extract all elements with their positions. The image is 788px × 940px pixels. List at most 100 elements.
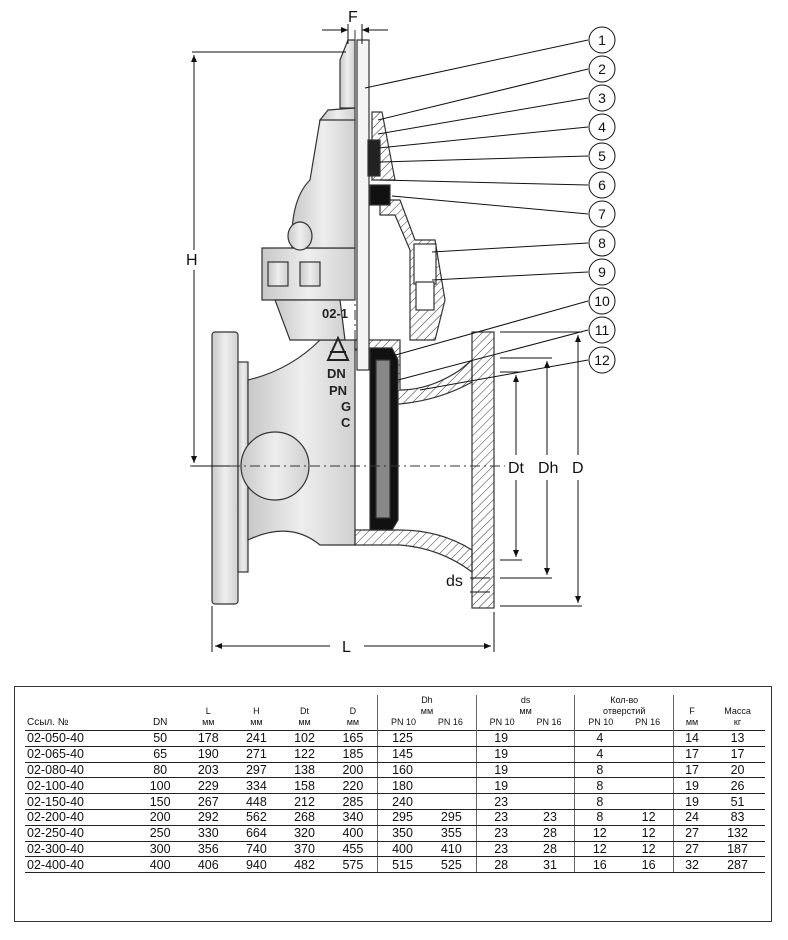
cell-d: 340 [328, 809, 378, 826]
cell-ds16 [525, 777, 575, 795]
cell-d: 455 [328, 841, 378, 858]
cell-mass: 13 [710, 730, 765, 747]
cell-dh16: 525 [426, 856, 477, 874]
cell-mass: 26 [710, 777, 765, 795]
cell-f: 24 [673, 809, 711, 826]
cell-l: 292 [184, 809, 233, 826]
cell-mass: 187 [710, 841, 765, 858]
cell-h: 271 [232, 746, 281, 763]
cell-d: 165 [328, 730, 378, 747]
cell-dh16: 295 [426, 809, 477, 826]
callout-5: 5 [588, 142, 616, 170]
cell-ho10: 4 [574, 730, 625, 747]
cell-dh10: 160 [377, 762, 427, 779]
cell-dh10: 295 [377, 809, 427, 826]
cell-dh16 [426, 793, 477, 810]
cell-dn: 50 [136, 730, 185, 747]
callout-7: 7 [588, 200, 616, 228]
cell-ho16: 12 [624, 841, 674, 858]
valve-exterior-half [211, 39, 356, 605]
marking-g: G [341, 399, 351, 414]
cell-dh16 [426, 746, 477, 763]
cell-dh10: 515 [377, 856, 427, 874]
cell-f: 19 [673, 777, 711, 795]
cell-h: 562 [232, 809, 281, 826]
callout-2: 2 [588, 55, 616, 83]
callout-10: 10 [588, 287, 616, 315]
cell-ref: 02-300-40 [25, 841, 137, 858]
dim-label-h: H [186, 252, 198, 269]
callout-4: 4 [588, 113, 616, 141]
callout-12: 12 [588, 346, 616, 374]
callout-12-label: 12 [594, 352, 610, 368]
cell-ho16: 12 [624, 809, 674, 826]
cell-ds16 [525, 746, 575, 763]
cell-ho16: 12 [624, 825, 674, 842]
cell-l: 267 [184, 793, 233, 810]
cell-ho16 [624, 793, 674, 810]
cell-l: 178 [184, 730, 233, 747]
cell-dn: 100 [136, 777, 185, 795]
cell-f: 14 [673, 730, 711, 747]
cell-dh10: 125 [377, 730, 427, 747]
cell-dn: 65 [136, 746, 185, 763]
cell-mass: 17 [710, 746, 765, 763]
cell-h: 740 [232, 841, 281, 858]
marking-dn: DN [327, 366, 346, 381]
callout-9-label: 9 [598, 264, 606, 280]
cell-dt: 268 [280, 809, 329, 826]
cell-dh10: 145 [377, 746, 427, 763]
logo-mark [326, 335, 350, 361]
cell-ds10: 19 [475, 746, 526, 763]
cell-f: 17 [673, 746, 711, 763]
cell-ref: 02-200-40 [25, 809, 137, 826]
body-markings: 02-1 DN PN G C [322, 306, 351, 430]
cell-mass: 20 [710, 762, 765, 779]
dim-label-d: D [572, 460, 584, 477]
cell-l: 406 [184, 856, 233, 874]
cell-dt: 320 [280, 825, 329, 842]
cell-f: 27 [673, 825, 711, 842]
dim-label-l: L [342, 639, 351, 656]
cell-f: 17 [673, 762, 711, 779]
cell-ds16: 31 [525, 856, 575, 874]
cell-dh16 [426, 762, 477, 779]
cell-ds16: 28 [525, 825, 575, 842]
dimensions [191, 24, 582, 652]
callout-1-label: 1 [598, 32, 606, 48]
cell-ds10: 28 [475, 856, 526, 874]
cell-l: 190 [184, 746, 233, 763]
cell-ds16 [525, 762, 575, 779]
cell-dh10: 400 [377, 841, 427, 858]
cell-ref: 02-065-40 [25, 746, 137, 763]
callout-10-label: 10 [594, 293, 610, 309]
callout-5-label: 5 [598, 148, 606, 164]
cell-d: 220 [328, 777, 378, 795]
callout-7-label: 7 [598, 206, 606, 222]
cell-ho10: 8 [574, 793, 625, 810]
cell-ho16 [624, 730, 674, 747]
cell-ho16 [624, 762, 674, 779]
callouts: 1 2 3 4 5 6 7 8 9 10 11 12 [588, 26, 616, 374]
cell-ds16: 23 [525, 809, 575, 826]
cell-l: 229 [184, 777, 233, 795]
cell-ds16 [525, 793, 575, 810]
callout-4-label: 4 [598, 119, 606, 135]
cell-ho10: 4 [574, 746, 625, 763]
cell-dt: 212 [280, 793, 329, 810]
cell-mass: 51 [710, 793, 765, 810]
marking-c: C [341, 415, 351, 430]
cell-dh10: 180 [377, 777, 427, 795]
callout-3-label: 3 [598, 90, 606, 106]
cell-dt: 370 [280, 841, 329, 858]
